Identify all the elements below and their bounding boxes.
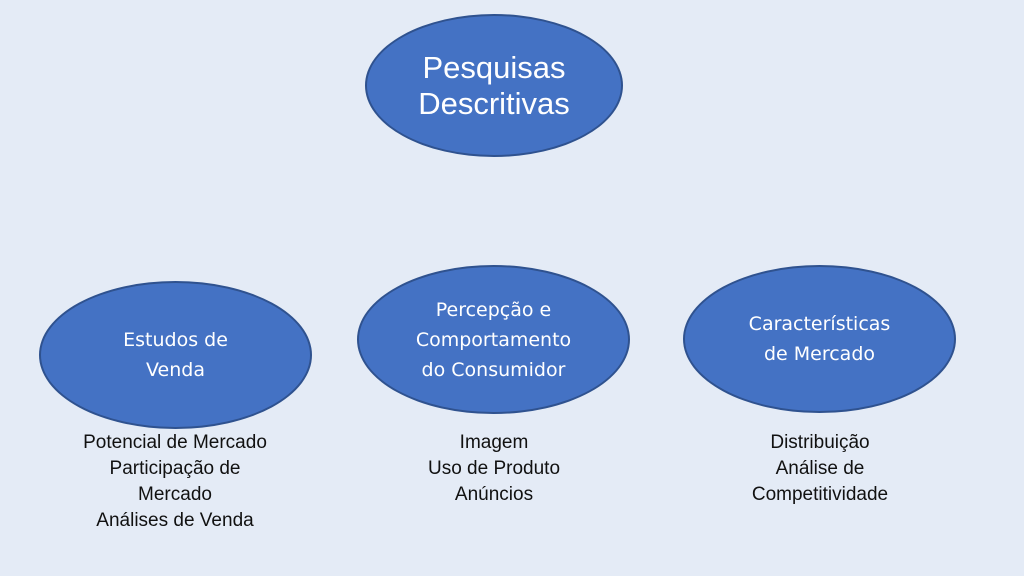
branch-node-estudos-de-venda: Estudos de Venda [39,281,312,429]
list-item: Anúncios [454,484,534,505]
list-item: Análise de [775,458,865,479]
branch-node-percepcao-comportamento: Percepção e Comportamento do Consumidor [357,265,630,414]
root-title-line-1: Pesquisas [422,49,566,85]
branch-title-line: Estudos de [123,329,228,351]
list-item: Análises de Venda [96,510,254,531]
branch-title-line: de Mercado [763,343,876,365]
branch-title-line: Comportamento [415,328,572,351]
root-title-line-2: Descritivas [418,85,570,121]
branch-node-caracteristicas-de-mercado: Características de Mercado [683,265,956,413]
list-item: Uso de Produto [427,458,561,479]
list-item: Potencial de Mercado [83,432,267,453]
branch-title-line: Venda [146,359,205,381]
list-item: Distribuição [770,432,870,453]
list-item: Participação de [109,458,241,479]
branch-items-caracteristicas-de-mercado: Distribuição Análise de Competitividade [690,430,950,508]
list-item: Mercado [138,484,212,505]
branch-title-line: Percepção e [435,298,552,321]
branch-items-estudos-de-venda: Potencial de Mercado Participação de Mer… [45,430,305,534]
list-item: Competitividade [751,484,889,505]
branch-title-line: Características [748,313,891,335]
branch-items-percepcao-comportamento: Imagem Uso de Produto Anúncios [364,430,624,508]
root-node-pesquisas-descritivas: Pesquisas Descritivas [365,14,623,157]
branch-title-line: do Consumidor [421,358,566,381]
list-item: Imagem [459,432,529,453]
